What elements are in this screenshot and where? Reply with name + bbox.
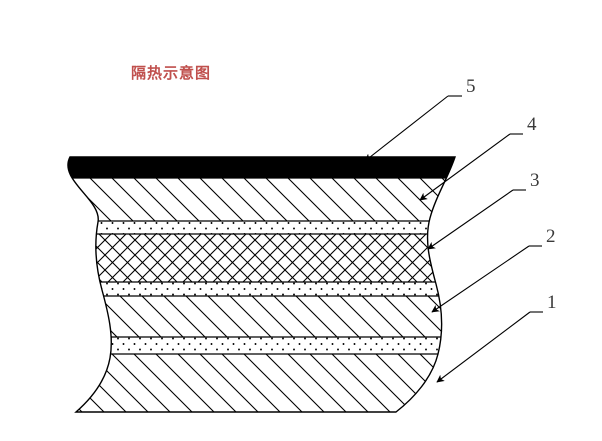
callout-leader-3 xyxy=(427,189,526,250)
callout-label-3: 3 xyxy=(530,170,540,191)
layer-middle-diagonal xyxy=(67,296,455,337)
layer-top-black xyxy=(67,157,455,178)
layer-lower-dotted xyxy=(67,337,455,354)
layer-middle-dotted xyxy=(67,282,455,296)
slab-outline xyxy=(67,156,456,413)
layer-cross-hatch xyxy=(67,234,455,282)
layer-upper-dotted xyxy=(67,221,455,234)
layer-base-diagonal xyxy=(67,354,455,412)
callout-label-1: 1 xyxy=(547,292,557,313)
callout-label-4: 4 xyxy=(527,114,537,135)
layer-upper-diagonal xyxy=(67,178,455,221)
callout-leader-1 xyxy=(436,311,543,383)
callout-leader-5 xyxy=(364,95,462,162)
callout-label-2: 2 xyxy=(546,226,556,247)
diagram-title: 隔热示意图 xyxy=(131,64,212,82)
callout-leader-4 xyxy=(419,133,523,201)
callout-leaders xyxy=(364,95,543,383)
callout-label-5: 5 xyxy=(466,76,476,97)
callout-leader-2 xyxy=(431,245,542,313)
